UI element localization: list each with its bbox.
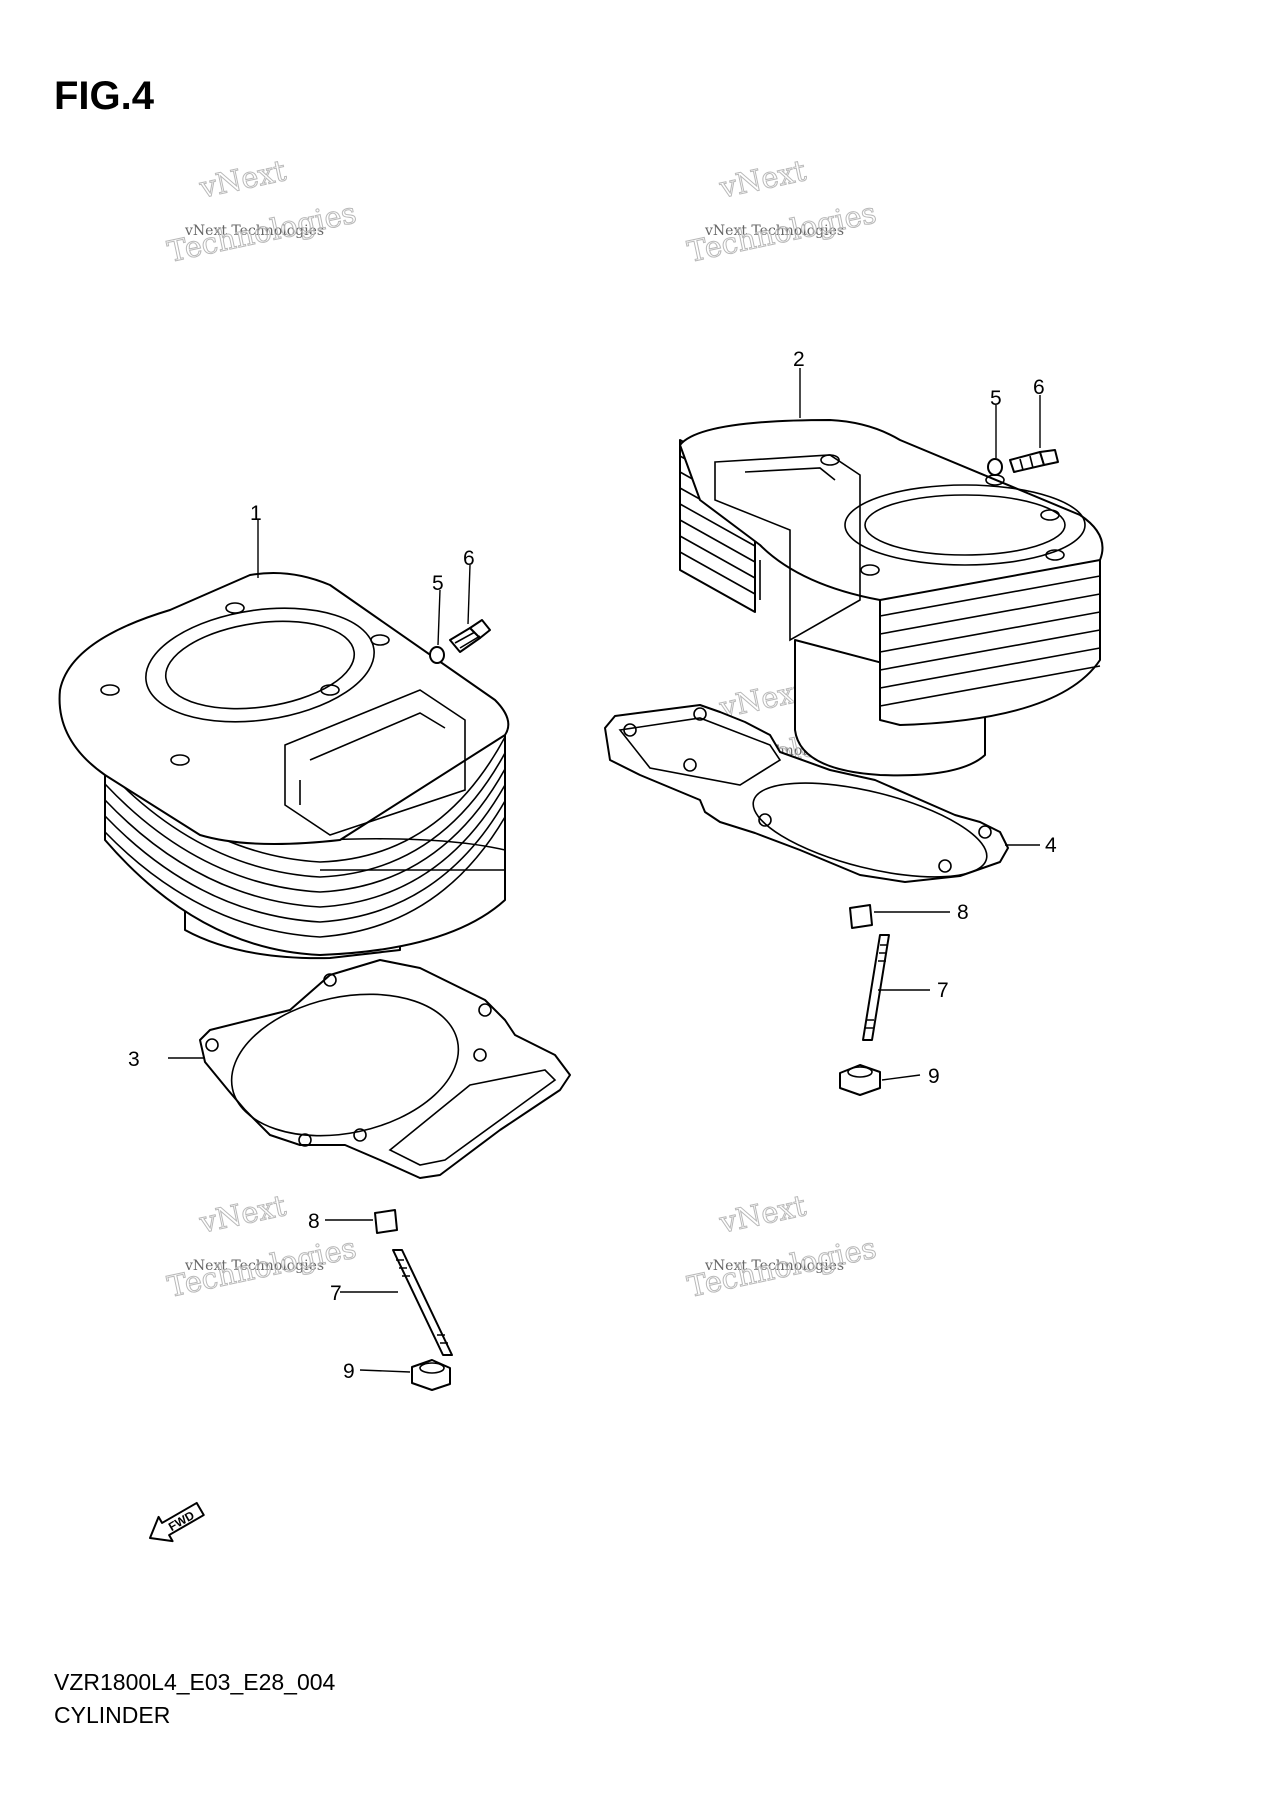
callout-5-a: 5 <box>432 572 444 595</box>
washer-part-5-a <box>429 646 445 664</box>
fitting-part-6-a <box>449 619 491 653</box>
svg-text:Technologies: Technologies <box>164 196 359 269</box>
fwd-arrow-icon: FWD <box>149 1501 205 1543</box>
nut-part-9-b <box>411 1359 451 1391</box>
callout-6-a: 6 <box>463 547 475 570</box>
svg-text:Technologies: Technologies <box>684 196 879 269</box>
watermark-bm: vNext vNext Technologies Technologies <box>684 1188 880 1305</box>
watermark-bl: vNext vNext Technologies Technologies <box>164 1188 360 1305</box>
front-cylinder-gasket-part-3 <box>199 959 571 1179</box>
watermark-tm: vNext vNext Technologies Technologies <box>684 153 880 270</box>
callout-8-b: 8 <box>308 1210 320 1233</box>
callout-2: 2 <box>793 348 805 371</box>
svg-text:vNext Technologies: vNext Technologies <box>704 1258 844 1274</box>
callout-3: 3 <box>128 1048 140 1071</box>
fitting-part-6-b <box>1009 449 1059 473</box>
svg-text:vNext: vNext <box>716 1188 809 1240</box>
svg-text:vNext: vNext <box>196 153 289 205</box>
stud-part-7-b <box>392 1249 453 1356</box>
svg-text:vNext: vNext <box>196 1188 289 1240</box>
front-cylinder-part-1 <box>58 571 510 960</box>
diagram-name: CYLINDER <box>54 1702 171 1728</box>
leader-lines <box>168 368 1041 1373</box>
washer-part-5-b <box>987 458 1003 476</box>
callout-4: 4 <box>1045 834 1057 857</box>
svg-text:vNext Technologies: vNext Technologies <box>184 1258 324 1274</box>
nut-part-9-a <box>839 1064 881 1096</box>
callout-5-b: 5 <box>990 387 1002 410</box>
callout-9-b: 9 <box>343 1360 355 1383</box>
callout-1: 1 <box>250 502 262 525</box>
callout-8-a: 8 <box>957 901 969 924</box>
diagram-code: VZR1800L4_E03_E28_004 <box>54 1669 336 1695</box>
callout-9-a: 9 <box>928 1065 940 1088</box>
callout-7-a: 7 <box>937 979 949 1002</box>
dowel-part-8-a <box>849 904 873 929</box>
svg-text:vNext Technologies: vNext Technologies <box>184 223 324 239</box>
rear-cylinder-gasket-part-4 <box>604 704 1009 883</box>
callout-7-b: 7 <box>330 1282 342 1305</box>
rear-cylinder-part-2 <box>679 419 1104 777</box>
figure-title: FIG.4 <box>54 74 155 118</box>
dowel-part-8-b <box>374 1209 398 1234</box>
stud-part-7-a <box>862 934 890 1041</box>
svg-text:vNext Technologies: vNext Technologies <box>704 223 844 239</box>
watermark-tl: vNext vNext Technologies Technologies <box>164 153 360 270</box>
callout-6-b: 6 <box>1033 376 1045 399</box>
svg-text:Technologies: Technologies <box>684 1231 879 1304</box>
svg-text:vNext: vNext <box>716 153 809 205</box>
